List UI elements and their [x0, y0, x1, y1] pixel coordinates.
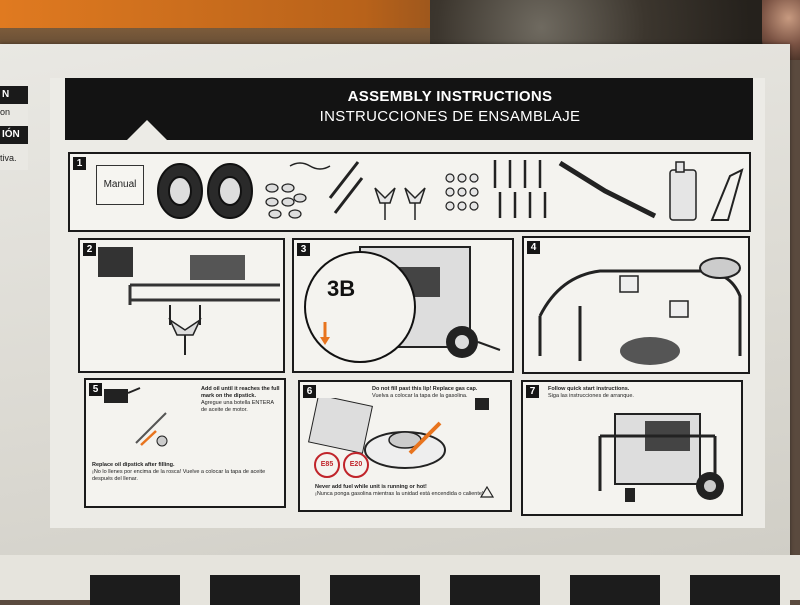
washer-icons — [265, 183, 307, 219]
step-number: 5 — [89, 383, 102, 396]
fuel-label-icon — [308, 398, 373, 454]
step-7-text-en: Follow quick start instructions. — [548, 386, 630, 392]
step-number: 7 — [526, 385, 539, 398]
step-number: 6 — [303, 385, 316, 398]
background-rocks — [430, 0, 800, 46]
step-6-text-top-en: Do not fill past this lip! Replace gas c… — [372, 386, 478, 392]
step-number: 1 — [73, 157, 86, 170]
step-6-text-top-es: Vuelva a colocar la tapa de la gasolina. — [372, 393, 468, 399]
step-5-text-top: Add oil until it reaches the full mark o… — [201, 386, 281, 414]
nut-icons — [445, 173, 479, 211]
step-5-text-top-en: Add oil until it reaches the full mark o… — [201, 386, 280, 399]
step-5-text-bottom-en: Replace oil dipstick after filling. — [92, 462, 175, 468]
arrow-icon — [140, 430, 157, 446]
step-6-text-top: Do not fill past this lip! Replace gas c… — [372, 386, 482, 400]
e85-badge: E85 — [314, 452, 340, 478]
title-spanish: INSTRUCCIONES DE ENSAMBLAJE — [319, 108, 581, 125]
feet-icons — [374, 187, 426, 220]
brand-letters-partial — [90, 575, 790, 605]
wheel-icon — [157, 163, 253, 219]
header-notch — [125, 120, 169, 142]
step-5-text-bottom: Replace oil dipstick after filling. ¡No … — [92, 462, 282, 483]
oil-can-icon — [104, 389, 128, 403]
left-edge-text-1: on — [0, 107, 11, 117]
title-english: ASSEMBLY INSTRUCTIONS — [347, 88, 553, 105]
step-6-illustration — [308, 398, 489, 469]
foot-icon — [168, 317, 202, 336]
step-6-text-bottom-en: Never add fuel while unit is running or … — [315, 484, 427, 490]
gas-pump-icon — [475, 398, 489, 410]
step-7-text: Follow quick start instructions. Siga la… — [548, 386, 668, 400]
instructions-header — [65, 78, 753, 140]
e20-badge: E20 — [343, 452, 369, 478]
step-number: 4 — [527, 241, 540, 254]
step-5-text-top-es: Agregue una botella ENTERA de aceite de … — [201, 400, 274, 413]
bolt-icons — [493, 160, 547, 218]
step-5-illustration — [104, 387, 168, 447]
left-edge-strip-2: IÓN — [0, 126, 28, 144]
oil-bottle-icon — [669, 161, 697, 221]
axle-pin-icons — [289, 161, 364, 214]
left-edge-text-2: tiva. — [0, 153, 17, 163]
step-number: 3 — [297, 243, 310, 256]
parts-illustration — [157, 160, 744, 221]
generator-illustration — [598, 413, 724, 502]
step-5-text-bottom-es: ¡No lo llenes por encima de la rosca! Vu… — [92, 469, 266, 482]
step-6-text-bottom-es: ¡Nunca ponga gasolina mientras la unidad… — [315, 491, 484, 497]
step-4-illustration — [538, 257, 742, 365]
handle-icon — [558, 160, 657, 219]
arrow-icon — [408, 421, 442, 455]
left-edge-strip-1: N — [0, 86, 28, 104]
step-3-illustration — [304, 246, 501, 363]
hot-warning-icon — [480, 486, 494, 498]
callout-3b-label: 3B — [327, 276, 356, 301]
manual-booklet: Manual — [96, 165, 144, 205]
funnel-icon — [710, 168, 744, 221]
zoom-callout — [304, 251, 416, 363]
step-7-text-es: Siga las instrucciones de arranque. — [548, 393, 634, 399]
step-number: 2 — [83, 243, 96, 256]
step-2-illustration — [98, 247, 280, 355]
step-6-text-bottom: Never add fuel while unit is running or … — [315, 484, 490, 498]
